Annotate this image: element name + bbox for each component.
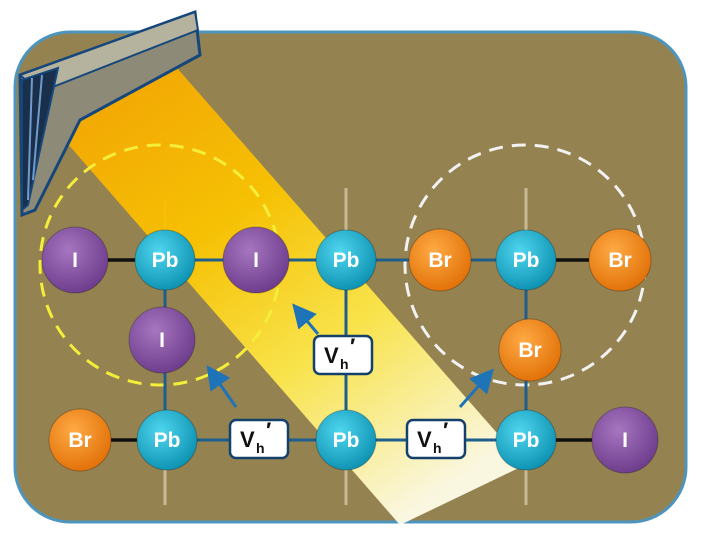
lead-atom-sphere xyxy=(134,229,196,291)
vacancy-label-upper-box xyxy=(312,334,374,376)
iodine-atom-label: I xyxy=(159,329,165,352)
lead-atom-label: Pb xyxy=(513,429,540,452)
vacancy-label-upper-subscript: h xyxy=(340,356,349,372)
iodine-atom: I xyxy=(222,226,290,294)
bromine-atom-label: Br xyxy=(518,339,541,362)
arrow-upper xyxy=(292,303,320,335)
lead-atom: Pb xyxy=(315,229,377,291)
vacancy-label-lower-left-box xyxy=(228,418,290,460)
bromine-atom-sphere xyxy=(588,228,652,292)
bromine-atom: Br xyxy=(498,318,562,382)
migration-arrows xyxy=(206,303,494,408)
arrow-lower-right xyxy=(458,368,494,408)
iodine-atom-sphere xyxy=(128,306,196,374)
iodine-atom: I xyxy=(128,306,196,374)
iodine-atom: I xyxy=(41,226,109,294)
bromine-atom: Br xyxy=(408,228,472,292)
lead-atom-label: Pb xyxy=(152,249,179,272)
iodine-atom: I xyxy=(591,406,659,474)
bromine-atom-label: Br xyxy=(68,429,91,452)
bromine-atom: Br xyxy=(588,228,652,292)
lead-atom: Pb xyxy=(136,409,198,471)
iodine-atom-label: I xyxy=(622,429,628,452)
lead-atom: Pb xyxy=(495,409,557,471)
lead-atom: Pb xyxy=(134,229,196,291)
lamp-icon xyxy=(18,9,202,218)
lead-atom: Pb xyxy=(495,229,557,291)
iodine-atom-label: I xyxy=(253,249,259,272)
lead-atom: Pb xyxy=(315,409,377,471)
iodine-atom-label: I xyxy=(72,249,78,272)
vacancy-label-lower-right-box xyxy=(405,418,467,460)
lead-atom-sphere xyxy=(315,229,377,291)
vacancy-label-lower-right-subscript: h xyxy=(433,440,442,456)
bromine-atom-label: Br xyxy=(428,249,451,272)
bromine-atom-sphere xyxy=(48,408,112,472)
light-beam xyxy=(60,60,525,525)
bromine-atom-label: Br xyxy=(608,249,631,272)
lead-atom-sphere xyxy=(495,409,557,471)
lead-atom-label: Pb xyxy=(333,429,360,452)
vacancy-label-lower-left-main: V xyxy=(240,427,255,452)
bromine-atom-sphere xyxy=(498,318,562,382)
lead-atom-sphere xyxy=(495,229,557,291)
bromine-atom: Br xyxy=(48,408,112,472)
iodine-atom-sphere xyxy=(591,406,659,474)
vacancy-label-lower-left-prime: ′ xyxy=(266,418,271,443)
lead-atom-sphere xyxy=(136,409,198,471)
vacancy-label-upper-main: V xyxy=(324,343,339,368)
iodine-atom-sphere xyxy=(222,226,290,294)
lead-atom-sphere xyxy=(315,409,377,471)
lead-atom-label: Pb xyxy=(333,249,360,272)
lead-atom-label: Pb xyxy=(154,429,181,452)
vacancy-label-lower-right-main: V xyxy=(417,427,432,452)
lead-atom-label: Pb xyxy=(513,249,540,272)
iodine-atom-sphere xyxy=(41,226,109,294)
arrow-lower-left xyxy=(206,365,238,408)
vacancy-label-upper-prime: ′ xyxy=(350,334,355,359)
vacancy-label-lower-left-subscript: h xyxy=(256,440,265,456)
vacancy-label-lower-right-prime: ′ xyxy=(443,418,448,443)
bromine-atom-sphere xyxy=(408,228,472,292)
